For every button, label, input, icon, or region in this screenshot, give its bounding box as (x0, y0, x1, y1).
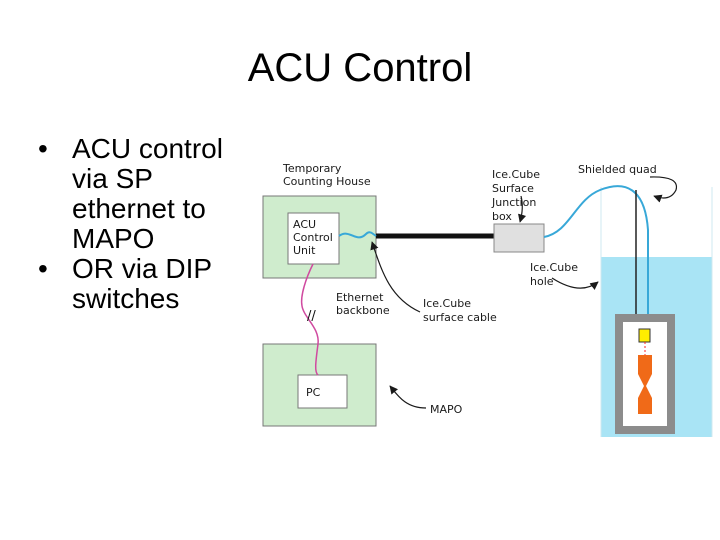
surface-cable-arrow (370, 241, 421, 313)
icecube-hole-arrow (551, 277, 599, 290)
bullet-line: switches (72, 283, 180, 314)
icecube-hole-label: Ice.Cube hole (530, 261, 581, 288)
acu-label: ACU Control Unit (293, 218, 336, 257)
orange-sensor (638, 355, 652, 414)
shielded-quad-cable (543, 185, 649, 318)
slide-title: ACU Control (247, 46, 473, 90)
bullet-marker: • (38, 253, 48, 284)
junction-box-label: Ice.Cube Surface Junction box (491, 168, 543, 223)
bullet-line: ethernet to (72, 193, 206, 224)
ethernet-break-mark: // (307, 309, 316, 324)
bullet-item-dip-switches: • OR via DIP switches (38, 254, 268, 314)
mapo-building-box (262, 343, 377, 427)
bullet-line: MAPO (72, 223, 155, 254)
pc-box (297, 374, 348, 409)
bullet-line: ACU control (72, 133, 223, 164)
junction-box (493, 223, 545, 253)
yellow-module (638, 328, 651, 343)
counting-house-label: Temporary Counting House (282, 162, 371, 188)
mapo-label: MAPO (430, 403, 463, 416)
ethernet-backbone-cable (300, 263, 319, 376)
acu-blue-cable (338, 231, 377, 239)
acu-control-unit-box (287, 212, 340, 265)
shielded-quad-arrow (649, 176, 678, 203)
bullet-line: via SP (72, 163, 153, 194)
pc-label: PC (306, 386, 321, 399)
ethernet-backbone-label: Ethernet backbone (336, 291, 390, 317)
surface-cable-label: Ice.Cube surface cable (423, 297, 497, 324)
bullet-marker: • (38, 133, 48, 164)
junction-box-arrow (518, 195, 527, 223)
bullet-list: • ACU control via SP ethernet to MAPO • … (38, 134, 268, 314)
bullet-item-acu-control: • ACU control via SP ethernet to MAPO (38, 134, 268, 254)
shielded-quad-label: Shielded quad (578, 163, 657, 176)
mapo-arrow (389, 385, 427, 409)
bullet-line: OR via DIP (72, 253, 213, 284)
